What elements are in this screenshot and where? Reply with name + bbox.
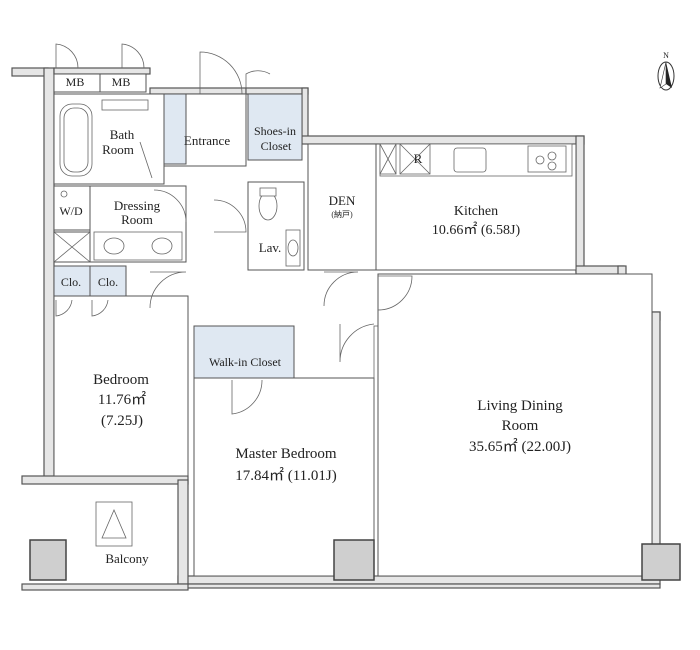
den-label: DEN <box>329 193 356 208</box>
balcony-label: Balcony <box>105 551 149 566</box>
mb-label-2: MB <box>112 75 131 89</box>
shoes-closet-label-1: Shoes-in <box>254 124 296 138</box>
walk-in-closet-label: Walk-in Closet <box>209 355 282 369</box>
kitchen-area-label: 10.66㎡ (6.58J) <box>432 222 521 238</box>
living-dining-label-1: Living Dining <box>477 398 563 414</box>
pillars <box>29 539 681 581</box>
lav-label: Lav. <box>259 240 282 255</box>
entrance-label: Entrance <box>184 133 230 148</box>
compass-label: N <box>663 51 669 60</box>
room-outlines <box>53 73 653 577</box>
doors <box>55 51 413 415</box>
bedroom-label: Bedroom <box>93 372 149 388</box>
bedroom-area-label: 11.76㎡ <box>98 391 146 408</box>
dressing-room-label-1: Dressing <box>114 198 161 213</box>
refrigerator-label: R <box>414 151 423 166</box>
kitchen-label: Kitchen <box>454 204 498 219</box>
fixtures <box>53 43 573 547</box>
wd-label: W/D <box>59 204 83 218</box>
master-bedroom-label: Master Bedroom <box>235 446 337 462</box>
bath-room-label-1: Bath <box>110 127 135 142</box>
compass-icon: N <box>657 51 675 91</box>
mb-label-1: MB <box>66 75 85 89</box>
bath-room-label-2: Room <box>102 142 134 157</box>
room-labels: MB MB Bath Room Entrance Shoes-in Closet… <box>59 75 571 566</box>
dressing-room-label-2: Room <box>121 212 153 227</box>
outer-walls <box>11 67 661 591</box>
living-dining-area-label: 35.65㎡ (22.00J) <box>469 438 571 455</box>
bedroom-jo-label: (7.25J) <box>101 413 143 429</box>
closet-label-2: Clo. <box>98 275 118 289</box>
master-bedroom-area-label: 17.84㎡ (11.01J) <box>235 467 337 484</box>
closet-label-1: Clo. <box>61 275 81 289</box>
shoes-closet-label-2: Closet <box>261 139 292 153</box>
den-sublabel: (納戸) <box>331 209 353 219</box>
living-dining-label-2: Room <box>502 418 539 434</box>
